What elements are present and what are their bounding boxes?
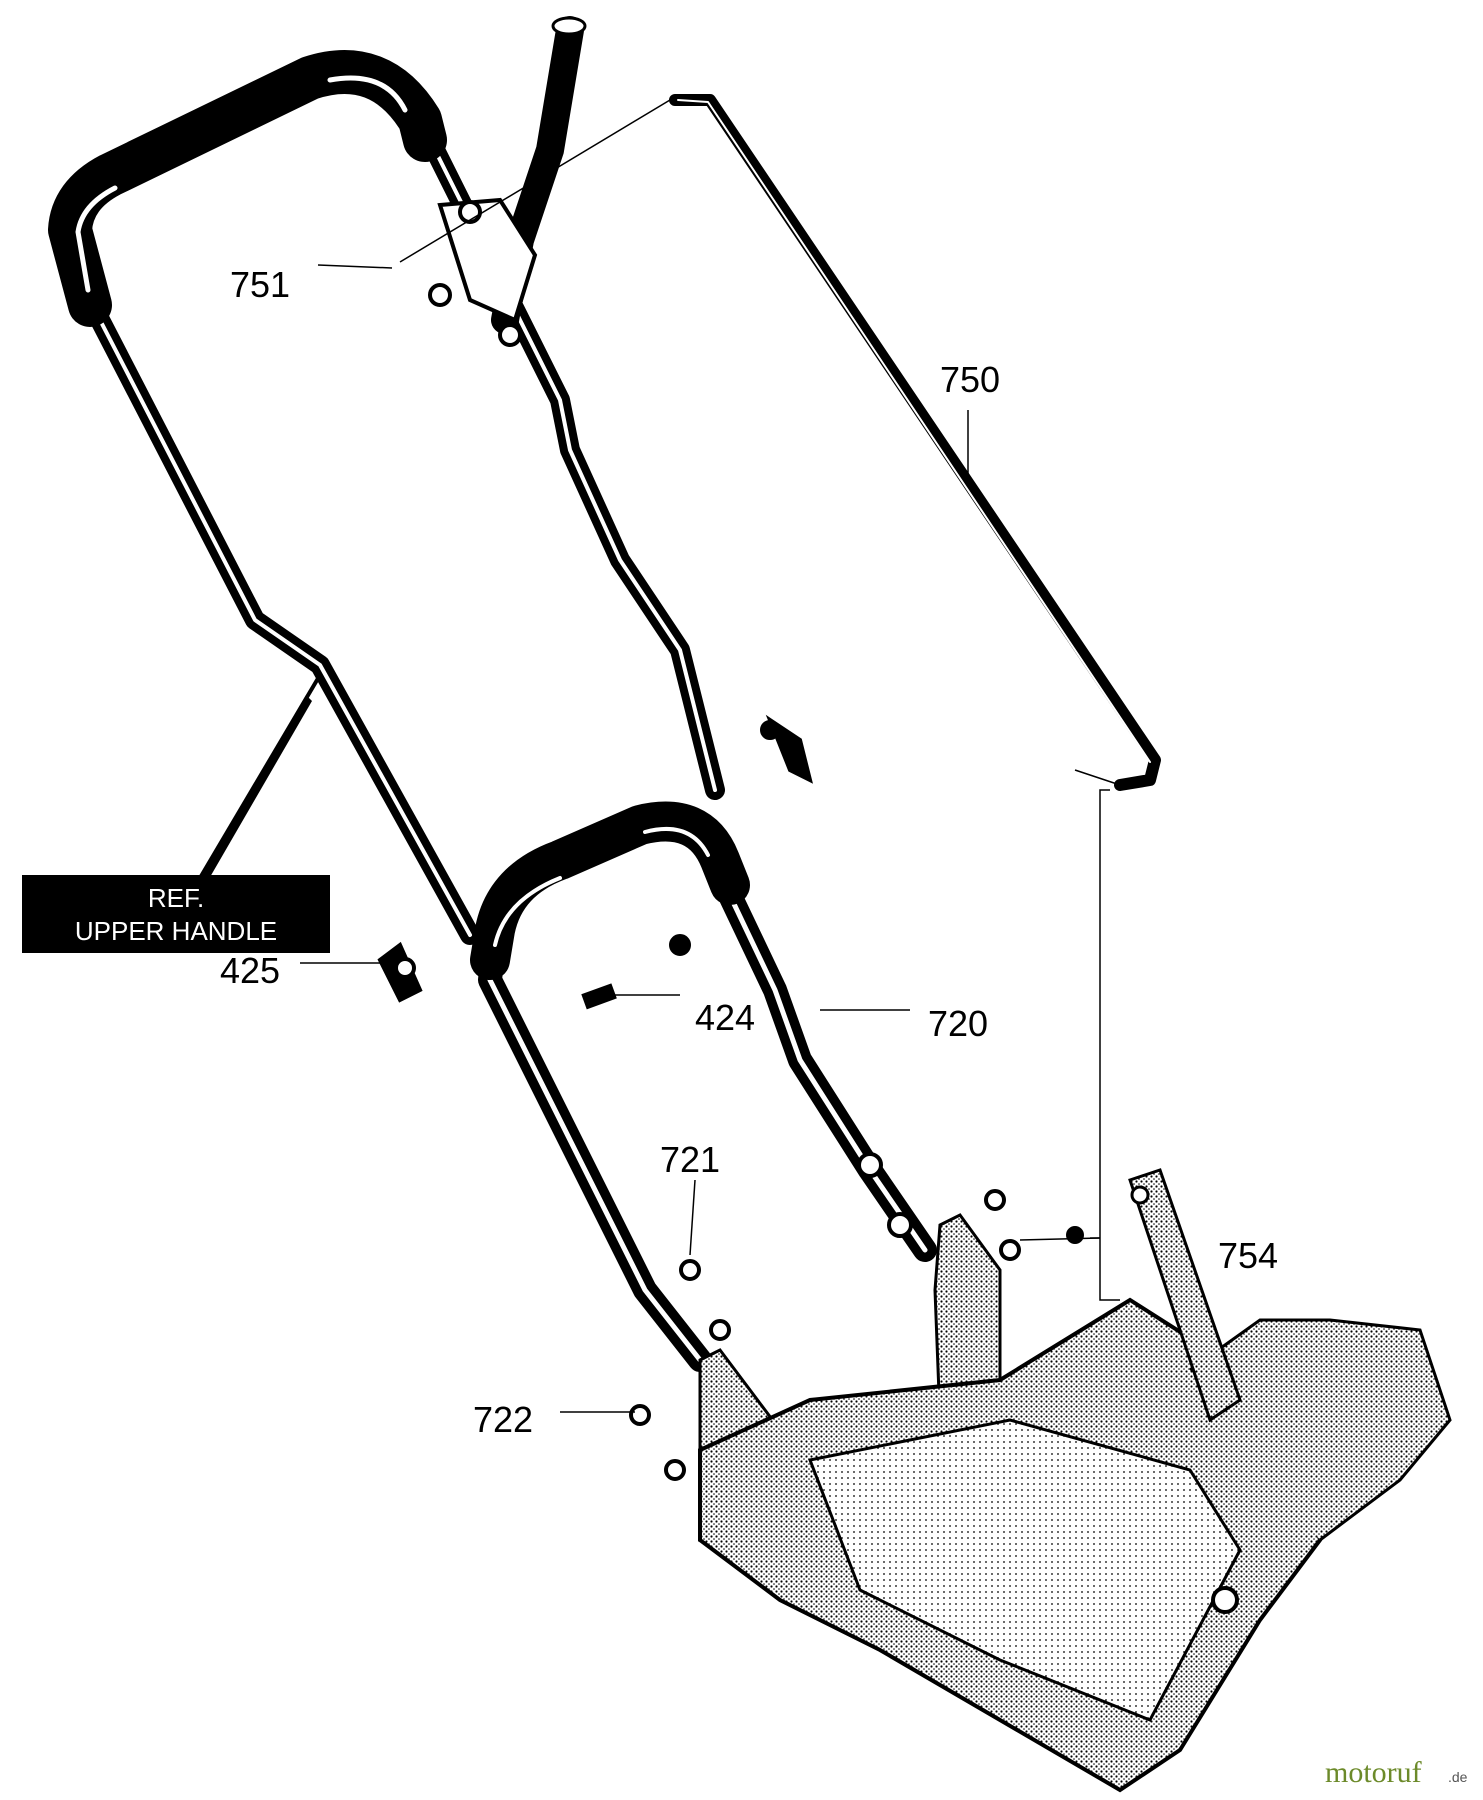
bail-rod bbox=[669, 94, 1161, 791]
upper-handle bbox=[48, 50, 725, 945]
callout-425: 425 bbox=[220, 950, 280, 991]
ref-line2: UPPER HANDLE bbox=[75, 916, 277, 946]
callout-720: 720 bbox=[928, 1003, 988, 1044]
callout-721: 721 bbox=[660, 1139, 720, 1180]
watermark-tld: .de bbox=[1448, 1769, 1468, 1785]
callout-424: 424 bbox=[695, 997, 755, 1038]
callout-751: 751 bbox=[230, 264, 290, 305]
watermark-brand: motoruf bbox=[1325, 1756, 1422, 1789]
mower-deck bbox=[698, 1168, 1452, 1793]
ref-line1: REF. bbox=[148, 883, 204, 913]
control-lever bbox=[428, 16, 587, 347]
ref-pointer bbox=[198, 673, 322, 884]
callout-722: 722 bbox=[473, 1399, 533, 1440]
leader-lines bbox=[300, 99, 1121, 1413]
callout-750: 750 bbox=[940, 359, 1000, 400]
lower-handle bbox=[470, 801, 937, 1372]
ref-upper-handle-box: REF. UPPER HANDLE bbox=[22, 875, 330, 953]
fasteners bbox=[377, 714, 1084, 1481]
callout-754: 754 bbox=[1218, 1235, 1278, 1276]
watermark-logo: motoruf .de bbox=[1325, 1756, 1468, 1789]
